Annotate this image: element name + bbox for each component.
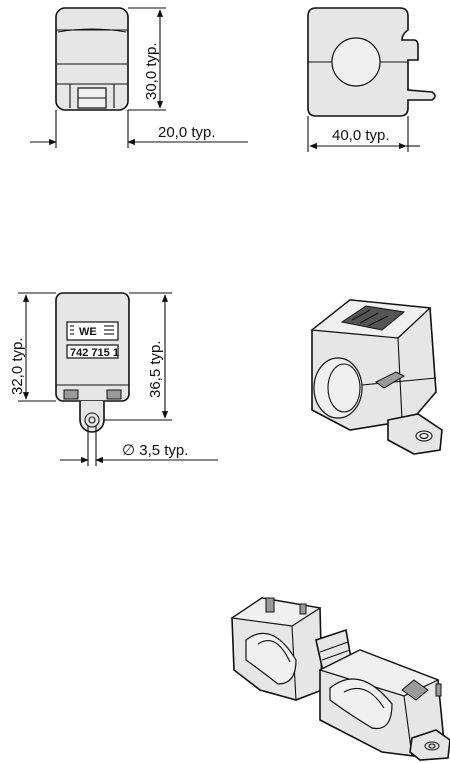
hole-diameter-label: ∅ 3,5 typ.: [122, 442, 188, 459]
front-view: 30,0 typ. 20,0 typ.: [30, 7, 248, 148]
top-view: WE 742 715 1 32,0 typ. 36,5 typ. ∅ 3,5 t…: [9, 292, 218, 466]
top-height-left-label: 32,0 typ.: [9, 337, 26, 395]
part-number: 742 715 1: [70, 347, 119, 359]
top-height-right-label: 36,5 typ.: [147, 340, 164, 398]
brand-logo: WE: [66, 321, 119, 341]
isometric-open-view: [230, 597, 450, 761]
front-height-label: 30,0 typ.: [143, 42, 160, 100]
side-width-label: 40,0 typ.: [332, 127, 390, 144]
logo-text: WE: [79, 326, 97, 338]
isometric-closed-view: [310, 299, 443, 455]
front-width-label: 20,0 typ.: [158, 124, 216, 141]
side-view: 40,0 typ.: [307, 7, 436, 152]
